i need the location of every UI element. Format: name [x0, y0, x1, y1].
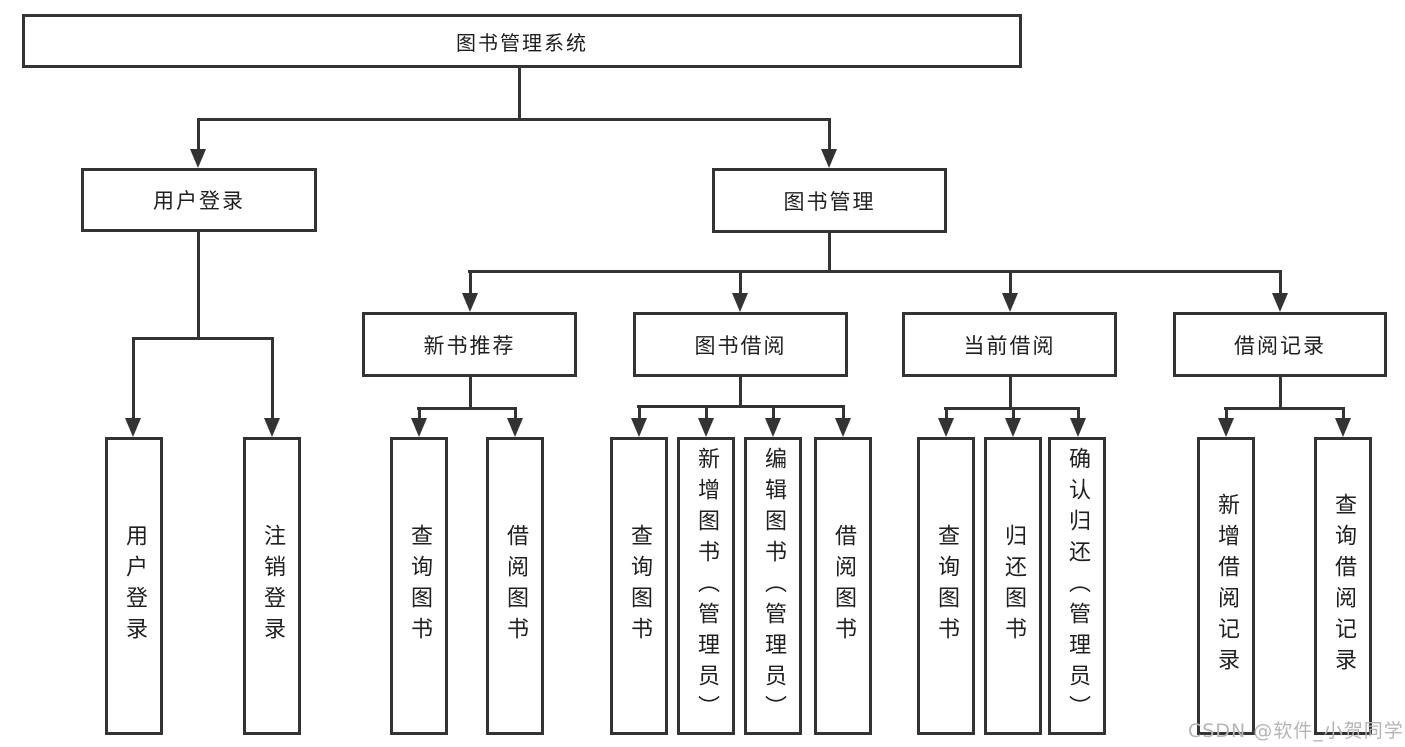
- leaf-label: 确认归还（管理员）: [1065, 446, 1090, 726]
- leaf-borrow-books-recommend: 借阅图书: [486, 437, 544, 735]
- connector-line: [1342, 407, 1345, 420]
- connector-line: [132, 337, 135, 421]
- connector-line: [518, 68, 521, 121]
- connector-line: [1012, 407, 1015, 420]
- leaf-add-borrow-record: 新增借阅记录: [1197, 437, 1255, 735]
- connector-line: [739, 270, 742, 296]
- connector-line: [468, 270, 1282, 273]
- connector-line: [828, 233, 831, 273]
- connector-line: [842, 405, 845, 420]
- connector-line: [132, 337, 274, 340]
- connector-line: [945, 407, 948, 420]
- connector-line: [469, 377, 472, 409]
- leaf-label: 新增借阅记录: [1214, 493, 1239, 679]
- leaf-return-books: 归还图书: [984, 437, 1042, 735]
- arrowhead-down-icon: [507, 418, 523, 437]
- connector-line: [1225, 407, 1228, 420]
- connector-line: [418, 407, 421, 420]
- arrowhead-down-icon: [1218, 418, 1234, 437]
- arrowhead-down-icon: [190, 149, 206, 168]
- connector-line: [514, 407, 517, 420]
- leaf-label: 新增图书（管理员）: [694, 446, 719, 726]
- arrowhead-down-icon: [938, 418, 954, 437]
- arrowhead-down-icon: [835, 418, 851, 437]
- leaf-confirm-return-admin: 确认归还（管理员）: [1048, 437, 1106, 735]
- leaf-label: 查询图书: [934, 524, 959, 648]
- connector-line: [739, 377, 742, 407]
- connector-line: [772, 405, 775, 420]
- arrowhead-down-icon: [264, 418, 280, 437]
- leaf-logout: 注销登录: [243, 437, 301, 735]
- connector-line: [1009, 377, 1012, 409]
- leaf-label: 查询借阅记录: [1331, 493, 1356, 679]
- node-book-borrow: 图书借阅: [633, 312, 848, 377]
- leaf-query-books-borrow: 查询图书: [610, 437, 668, 735]
- connector-line: [197, 118, 831, 121]
- node-user-login: 用户登录: [81, 168, 317, 232]
- leaf-label: 借阅图书: [831, 524, 856, 648]
- connector-line: [197, 232, 200, 340]
- arrowhead-down-icon: [1005, 418, 1021, 437]
- leaf-borrow-books: 借阅图书: [814, 437, 872, 735]
- connector-line: [705, 405, 708, 420]
- node-new-book-rec: 新书推荐: [362, 312, 577, 377]
- connector-line: [271, 337, 274, 421]
- leaf-label: 查询图书: [407, 524, 432, 648]
- node-root: 图书管理系统: [22, 14, 1022, 68]
- arrowhead-down-icon: [1002, 293, 1018, 312]
- connector-line: [637, 405, 845, 408]
- arrowhead-down-icon: [698, 418, 714, 437]
- leaf-query-books-current: 查询图书: [917, 437, 975, 735]
- arrowhead-down-icon: [411, 418, 427, 437]
- connector-line: [1224, 407, 1345, 410]
- arrowhead-down-icon: [125, 418, 141, 437]
- arrowhead-down-icon: [462, 293, 478, 312]
- leaf-label: 用户登录: [122, 524, 147, 648]
- leaf-query-books-recommend: 查询图书: [390, 437, 448, 735]
- leaf-label: 查询图书: [627, 524, 652, 648]
- node-current-borrow: 当前借阅: [902, 312, 1117, 377]
- connector-line: [197, 118, 200, 151]
- leaf-add-books-admin: 新增图书（管理员）: [677, 437, 735, 735]
- arrowhead-down-icon: [1335, 418, 1351, 437]
- node-book-mgmt: 图书管理: [712, 168, 947, 233]
- arrowhead-down-icon: [1272, 293, 1288, 312]
- arrowhead-down-icon: [765, 418, 781, 437]
- leaf-user-login: 用户登录: [105, 437, 163, 735]
- leaf-label: 归还图书: [1001, 524, 1026, 648]
- connector-line: [1009, 270, 1012, 296]
- leaf-query-borrow-record: 查询借阅记录: [1314, 437, 1372, 735]
- connector-line: [828, 118, 831, 151]
- connector-line: [417, 407, 517, 410]
- leaf-edit-books-admin: 编辑图书（管理员）: [744, 437, 802, 735]
- connector-line: [1279, 377, 1282, 409]
- connector-line: [1279, 270, 1282, 296]
- connector-line: [638, 405, 641, 420]
- arrowhead-down-icon: [732, 293, 748, 312]
- leaf-label: 借阅图书: [503, 524, 528, 648]
- arrowhead-down-icon: [1070, 418, 1086, 437]
- leaf-label: 编辑图书（管理员）: [761, 446, 786, 726]
- node-borrow-record: 借阅记录: [1173, 312, 1387, 377]
- leaf-label: 注销登录: [260, 524, 285, 648]
- connector-line: [469, 270, 472, 296]
- arrowhead-down-icon: [631, 418, 647, 437]
- csdn-watermark: CSDN @软件_小贺同学: [1188, 720, 1404, 742]
- arrowhead-down-icon: [821, 149, 837, 168]
- connector-line: [1077, 407, 1080, 420]
